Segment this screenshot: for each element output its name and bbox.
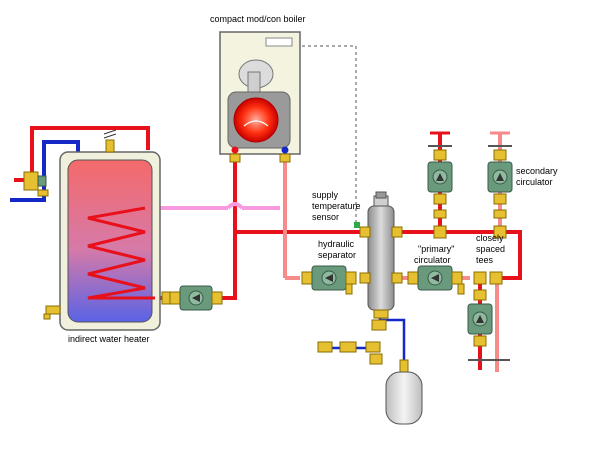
secondary-circulator-label: secondary circulator bbox=[516, 166, 558, 187]
boiler-display bbox=[265, 37, 293, 47]
boiler-return-circulator bbox=[301, 265, 357, 295]
tees-label-line2: spaced bbox=[476, 244, 505, 254]
coil-piping bbox=[155, 202, 280, 210]
primary-circulator bbox=[407, 265, 465, 295]
indirect-water-heater bbox=[43, 129, 161, 331]
separator-label-line1: hydraulic bbox=[318, 239, 355, 249]
boiler-return-fitting bbox=[279, 153, 291, 163]
primary-label-line2: circulator bbox=[414, 255, 451, 265]
sensor-wire bbox=[296, 45, 357, 226]
drain-valve-icon bbox=[43, 305, 61, 320]
sensor-label: supply temperature sensor bbox=[312, 190, 361, 222]
tees-label-line1: closely bbox=[476, 233, 504, 243]
sensor-label-line3: sensor bbox=[312, 212, 339, 222]
boiler-return-dot bbox=[281, 146, 289, 154]
primary-circulator-label: "primary" circulator bbox=[414, 244, 454, 265]
secondary-circulator-1 bbox=[427, 149, 453, 219]
separator-label-line2: separator bbox=[318, 250, 356, 260]
water-heater-label: indirect water heater bbox=[68, 334, 150, 344]
secondary-label-line1: secondary bbox=[516, 166, 558, 176]
tees-label-line3: tees bbox=[476, 255, 494, 265]
closely-spaced-tees-label: closely spaced tees bbox=[476, 233, 505, 265]
relief-valve-icon bbox=[103, 129, 117, 153]
zone-pipe-ends bbox=[428, 131, 512, 361]
supply-temperature-sensor bbox=[354, 222, 360, 228]
secondary-label-line2: circulator bbox=[516, 177, 553, 187]
mixing-valve-icon bbox=[23, 171, 49, 197]
expansion-tank-icon bbox=[385, 359, 423, 425]
closely-spaced-tees bbox=[433, 225, 507, 285]
heater-circulator bbox=[161, 285, 223, 311]
sensor-label-line2: temperature bbox=[312, 201, 361, 211]
heat-exchanger-coil bbox=[87, 206, 155, 300]
boiler-supply-dot bbox=[231, 146, 239, 154]
boiler-supply-fitting bbox=[229, 153, 241, 163]
sensor-label-line1: supply bbox=[312, 190, 339, 200]
secondary-circulator-3 bbox=[467, 289, 493, 347]
hydraulic-separator bbox=[359, 191, 403, 319]
separator-label: hydraulic separator bbox=[318, 239, 356, 260]
primary-label-line1: "primary" bbox=[418, 244, 454, 254]
secondary-circulator-2 bbox=[487, 149, 513, 219]
fill-valves bbox=[317, 319, 387, 365]
boiler bbox=[219, 31, 301, 163]
fill-piping bbox=[330, 300, 406, 380]
burner-icon bbox=[227, 59, 291, 149]
boiler-label: compact mod/con boiler bbox=[210, 14, 306, 24]
